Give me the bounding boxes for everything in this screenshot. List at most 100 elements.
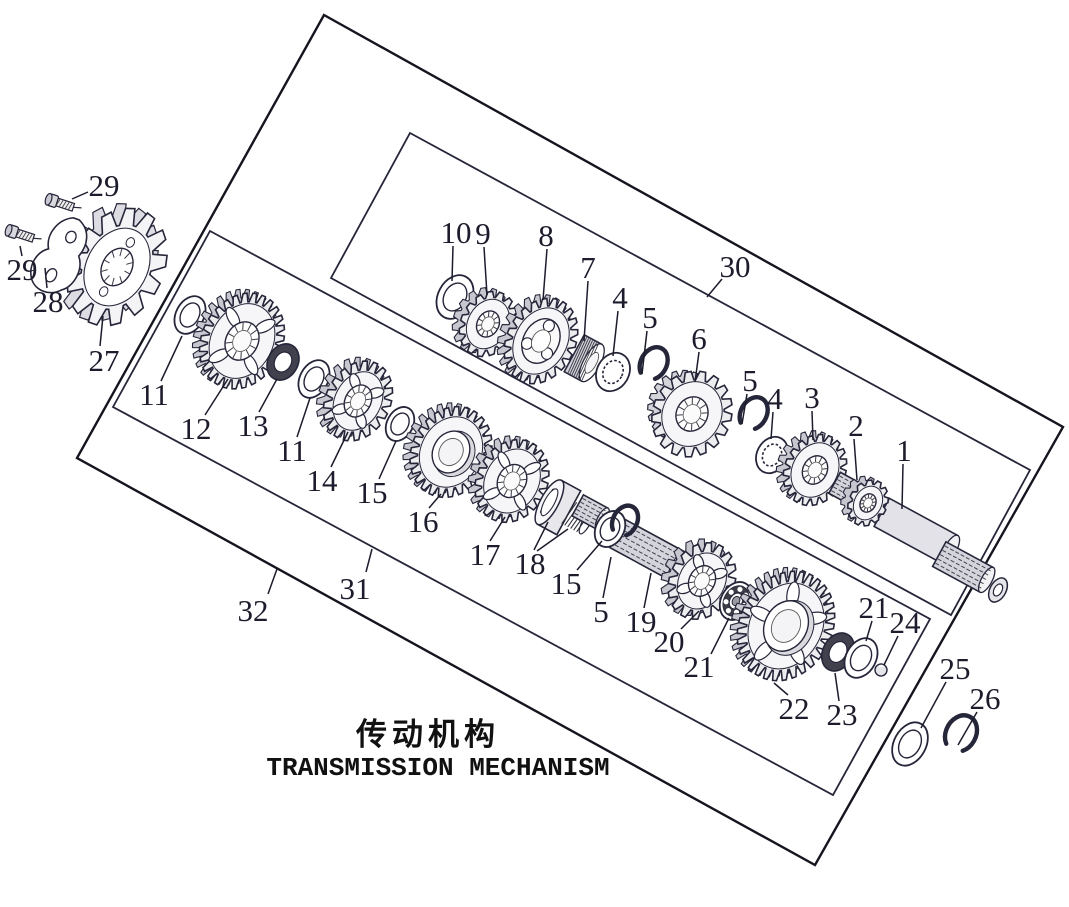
leader-line-21 <box>710 617 730 655</box>
part-2-pinion-gear <box>840 475 890 527</box>
leader-line-18 <box>536 528 569 552</box>
callout-8: 8 <box>538 218 554 253</box>
callout-4: 4 <box>612 280 628 315</box>
part-12-gear <box>191 288 286 390</box>
part-26-circlip <box>942 713 980 754</box>
leader-line-14 <box>330 431 349 468</box>
callout-3: 3 <box>804 380 820 415</box>
inner-box-mainshaft <box>329 131 1032 617</box>
callout-27: 27 <box>89 343 120 378</box>
part-shaft-end-cap <box>987 577 1009 603</box>
callout-5: 5 <box>742 363 758 398</box>
leader-line-7 <box>583 280 589 342</box>
callout-26: 26 <box>970 681 1001 716</box>
leader-line-29 <box>71 191 89 200</box>
callout-5: 5 <box>642 300 658 335</box>
leader-line-23 <box>834 672 840 702</box>
leader-line-9 <box>483 246 488 296</box>
outer-box <box>75 13 1065 867</box>
leader-line-12 <box>204 378 229 416</box>
leader-line-26 <box>957 711 978 746</box>
leader-line-6 <box>694 351 700 383</box>
leader-line-30 <box>706 278 723 298</box>
part-28-sprocket-retainer-plate <box>30 217 88 294</box>
callout-25: 25 <box>940 651 971 686</box>
callout-19: 19 <box>626 604 657 639</box>
callout-21: 21 <box>684 649 715 684</box>
part-21-washer <box>843 637 879 679</box>
callout-11: 11 <box>277 433 307 468</box>
callout-23: 23 <box>827 697 858 732</box>
callout-20: 20 <box>654 624 685 659</box>
callout-18: 18 <box>515 546 546 581</box>
leader-line-2 <box>853 438 858 481</box>
leader-line-11 <box>160 335 183 382</box>
part-4-spline-washer <box>755 435 789 475</box>
callout-28: 28 <box>33 284 64 319</box>
callout-2: 2 <box>848 408 864 443</box>
callout-17: 17 <box>470 537 501 572</box>
part-5-circlip <box>737 395 770 431</box>
leader-line-22 <box>773 682 789 696</box>
leader-line-4 <box>770 411 774 440</box>
callout-1: 1 <box>896 433 912 468</box>
leader-line-5 <box>741 393 748 425</box>
part-5-circlip <box>609 503 641 538</box>
leader-line-20 <box>680 610 700 630</box>
leader-line-10 <box>451 245 454 282</box>
leader-line-5 <box>641 330 648 375</box>
leader-line-16 <box>428 493 442 509</box>
callout-13: 13 <box>238 408 269 443</box>
callout-4: 4 <box>767 381 783 416</box>
leader-line-32 <box>267 568 278 595</box>
leader-line-17 <box>489 516 506 542</box>
leader-line-11 <box>296 397 311 438</box>
leader-line-25 <box>920 681 947 729</box>
callout-11: 11 <box>139 377 169 412</box>
part-15-washer <box>384 406 416 442</box>
leader-line-8 <box>542 248 548 301</box>
callout-24: 24 <box>890 605 922 640</box>
part-8-dog-gear <box>496 293 579 385</box>
leader-line-29 <box>19 245 23 257</box>
callout-16: 16 <box>408 504 439 539</box>
part-22-final-drive-gear <box>729 566 836 682</box>
leader-line-21 <box>865 620 873 642</box>
leader-line-31 <box>365 548 373 573</box>
callout-15: 15 <box>551 566 582 601</box>
callout-22: 22 <box>779 691 810 726</box>
leader-line-28 <box>44 267 48 289</box>
leader-line-24 <box>883 635 899 666</box>
callout-29: 29 <box>89 168 120 203</box>
part-7-splined-bushing <box>563 333 605 383</box>
part-20-dog-gear <box>660 538 737 621</box>
callout-9: 9 <box>475 216 491 251</box>
inner-box-countershaft <box>111 229 932 797</box>
callout-6: 6 <box>691 321 707 356</box>
leader-line-18 <box>533 521 549 551</box>
leader-line-5 <box>602 556 612 599</box>
leader-line-1 <box>901 463 904 510</box>
callout-5: 5 <box>593 594 609 629</box>
callout-10: 10 <box>441 215 472 250</box>
leader-line-4 <box>612 310 619 357</box>
part-input-shaft-spline-end <box>931 540 996 594</box>
part-29-bolt <box>4 223 42 243</box>
part-25-washer <box>891 721 929 767</box>
leader-line-13 <box>258 378 278 413</box>
callout-14: 14 <box>307 463 339 498</box>
leader-line-3 <box>811 410 814 441</box>
part-18-detent-collar-and-spring <box>534 479 595 536</box>
leader-line-27 <box>99 315 104 347</box>
callout-21: 21 <box>859 590 890 625</box>
part-13-bushing-ring <box>266 343 300 381</box>
part-9-gear <box>451 287 518 358</box>
part-29-bolt <box>44 192 82 212</box>
diagram-title-english: TRANSMISSION MECHANISM <box>266 753 609 783</box>
part-6-double-gear <box>647 369 733 458</box>
callout-7: 7 <box>580 250 596 285</box>
part-27-drive-sprocket <box>57 203 168 327</box>
